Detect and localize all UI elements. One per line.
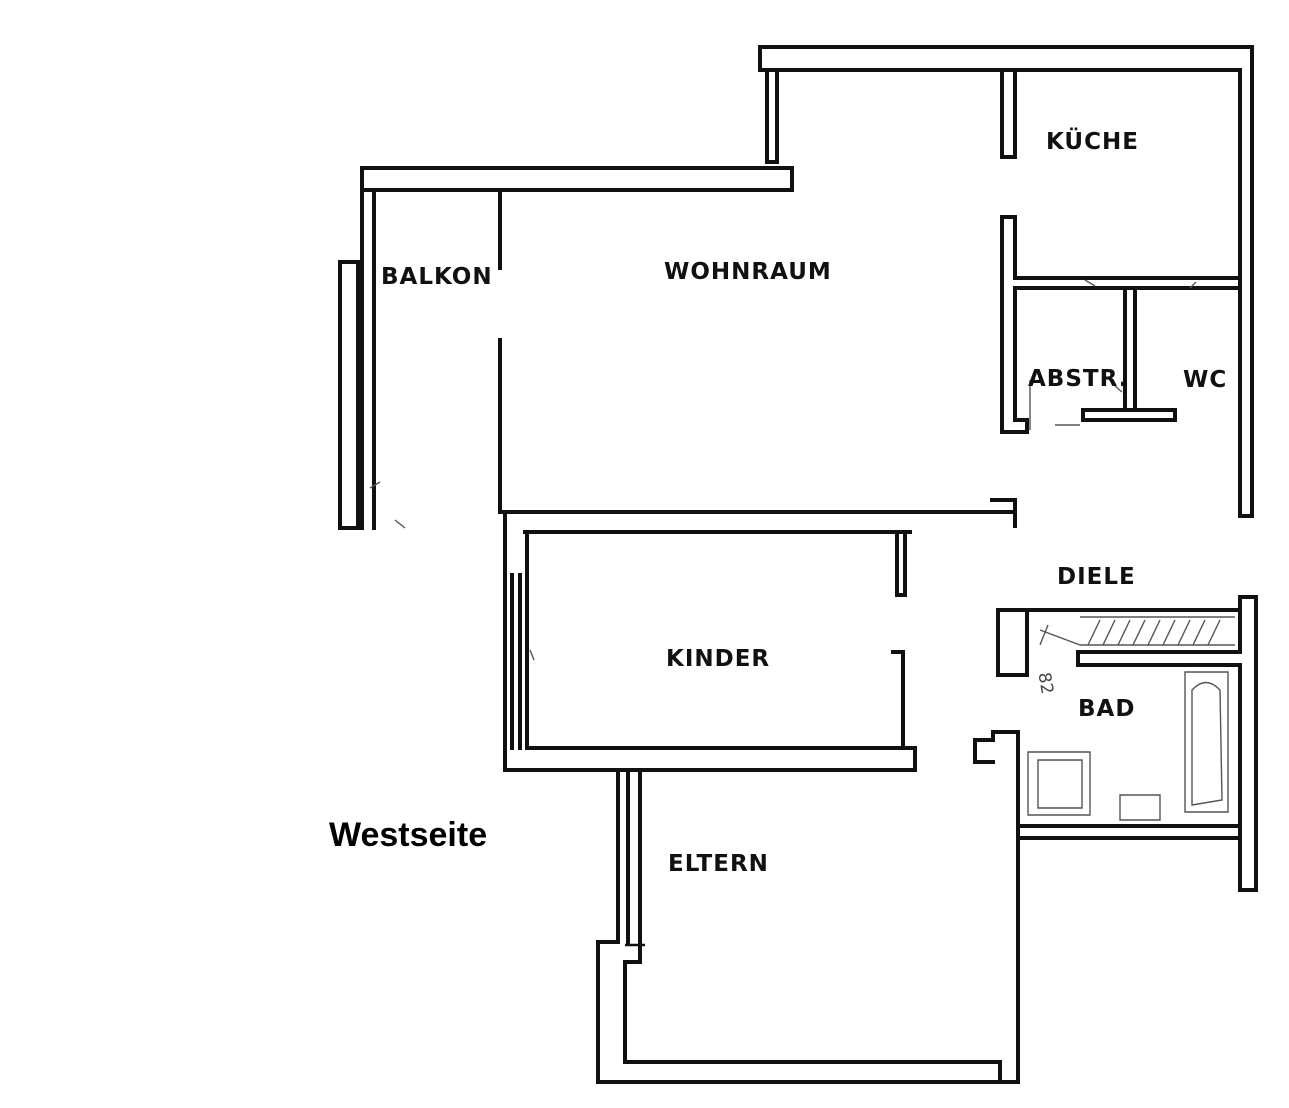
room-label-balkon: BALKON	[381, 264, 493, 290]
room-labels: KÜCHE BALKON WOHNRAUM ABSTR. WC DIELE KI…	[381, 127, 1227, 877]
sketch-note: 82	[1033, 671, 1056, 696]
orientation-caption: Westseite	[329, 816, 487, 854]
room-label-kueche: KÜCHE	[1046, 127, 1139, 155]
fixture-sketches	[369, 279, 1235, 821]
room-label-kinder: KINDER	[666, 646, 770, 672]
room-label-bad: BAD	[1078, 696, 1135, 722]
room-label-wc: WC	[1183, 367, 1227, 393]
walls	[338, 45, 1258, 1084]
room-label-eltern: ELTERN	[668, 851, 769, 877]
room-label-wohnraum: WOHNRAUM	[664, 259, 832, 285]
room-label-abstr: ABSTR.	[1028, 366, 1128, 392]
room-label-diele: DIELE	[1057, 564, 1136, 590]
